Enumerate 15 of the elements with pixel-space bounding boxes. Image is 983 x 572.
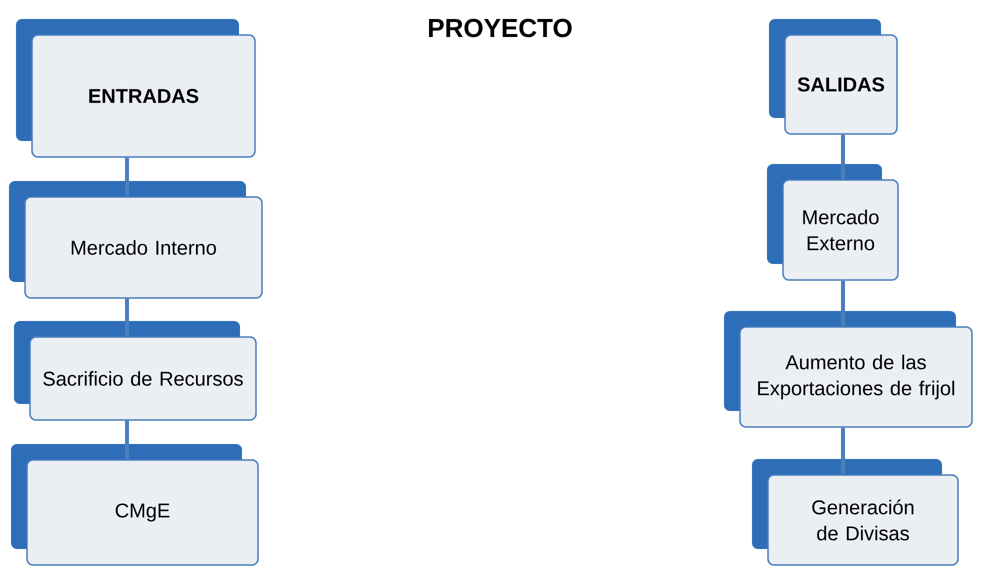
connector-line <box>841 280 845 326</box>
connector-line <box>841 134 845 180</box>
connector-line <box>125 420 129 460</box>
card: Mercado Interno <box>9 181 263 299</box>
card: Sacrificio de Recursos <box>14 321 257 421</box>
card: Mercado Externo <box>767 164 899 281</box>
connector-line <box>125 158 129 196</box>
title: PROYECTO <box>429 18 572 38</box>
card: ENTRADAS <box>16 19 256 158</box>
card: Aumento de las Exportaciones de frijol <box>724 311 973 428</box>
card: CMgE <box>11 444 259 566</box>
connector-line <box>125 298 129 336</box>
card: Generación de Divisas <box>752 459 959 566</box>
connector-line <box>841 428 845 474</box>
card: SALIDAS <box>769 19 898 135</box>
